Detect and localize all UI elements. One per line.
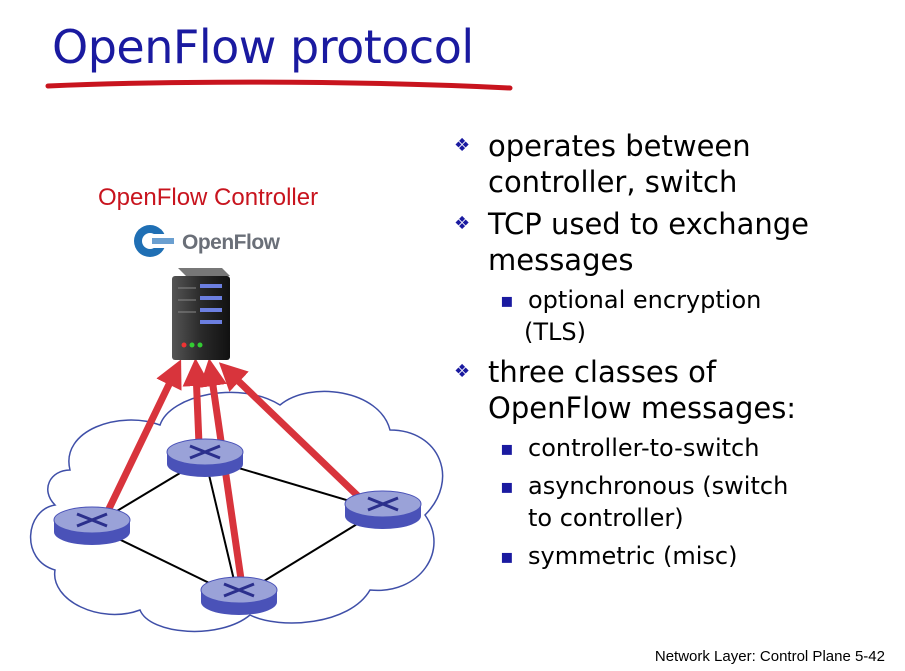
bullet-line: three classes of (488, 355, 717, 389)
bullet-line: OpenFlow messages: (488, 391, 797, 425)
bullet-line: messages (488, 243, 634, 277)
sub-bullet-line: optional encryption (528, 286, 762, 314)
control-arrows (102, 358, 363, 587)
bullet-item: ❖ TCP used to exchange messages (448, 206, 893, 278)
sub-bullet-item: ▪ optional encryption (TLS) (448, 284, 893, 348)
bullet-item: ❖ operates between controller, switch (448, 128, 893, 200)
bullet-square-icon: ▪ (500, 436, 514, 460)
bullet-diamond-icon: ❖ (454, 361, 471, 382)
controller-label: OpenFlow Controller (98, 184, 319, 211)
sub-bullet-item: ▪ asynchronous (switch to controller) (448, 470, 893, 534)
sub-bullet-line: to controller) (528, 504, 684, 532)
router-icon (344, 490, 422, 529)
title-underline (45, 79, 513, 91)
bullet-square-icon: ▪ (500, 288, 514, 312)
sub-bullet-line: (TLS) (524, 318, 586, 346)
bullet-item: ❖ three classes of OpenFlow messages: (448, 354, 893, 426)
server-icon (172, 268, 230, 360)
sub-bullet-line: asynchronous (switch (528, 472, 789, 500)
bullet-diamond-icon: ❖ (454, 213, 471, 234)
bullet-line: operates between (488, 129, 751, 163)
router-icon (166, 438, 244, 477)
bullet-square-icon: ▪ (500, 474, 514, 498)
bullet-diamond-icon: ❖ (454, 135, 471, 156)
sub-bullet-line: controller-to-switch (528, 434, 760, 462)
router-icon (53, 506, 131, 545)
slide-footer: Network Layer: Control Plane 5-42 (654, 648, 885, 665)
bullet-line: TCP used to exchange (488, 207, 809, 241)
bullet-list: ❖ operates between controller, switch ❖ … (448, 128, 893, 578)
sub-bullet-line: symmetric (misc) (528, 542, 738, 570)
slide-title: OpenFlow protocol (52, 20, 474, 74)
sub-bullet-item: ▪ controller-to-switch (448, 432, 893, 464)
openflow-logo-icon (134, 225, 176, 257)
bullet-square-icon: ▪ (500, 544, 514, 568)
router-icon (200, 576, 278, 615)
sub-bullet-item: ▪ symmetric (misc) (448, 540, 893, 572)
openflow-logo-text: OpenFlow (182, 231, 280, 254)
bullet-line: controller, switch (488, 165, 738, 199)
